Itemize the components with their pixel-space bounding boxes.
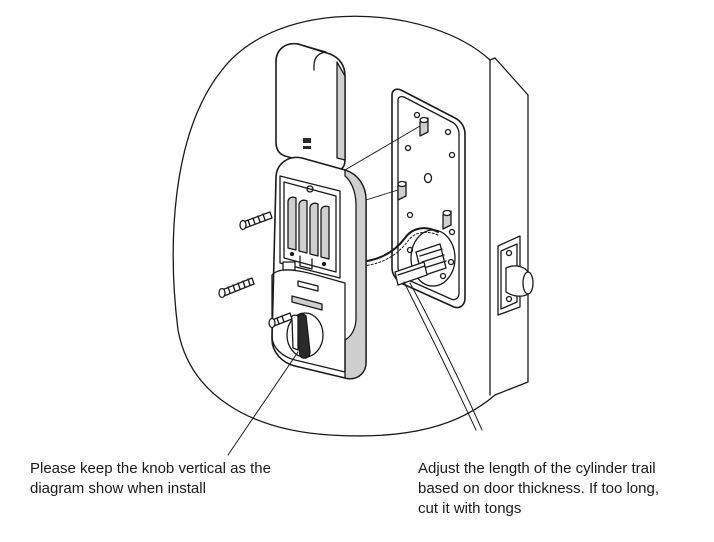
leader-lines	[227, 281, 483, 456]
battery-cover	[275, 42, 346, 172]
release-slot	[291, 295, 323, 311]
magnified-view-outline	[172, 15, 496, 437]
strike-plate	[497, 235, 534, 316]
thumb-turn-knob	[286, 312, 324, 359]
cylinder-instruction-line-3: cut it with tongs	[418, 500, 522, 517]
door	[489, 57, 529, 396]
knob-instruction-line-2: diagram show when install	[30, 480, 206, 497]
screw-top	[239, 211, 273, 231]
plate-posts	[397, 116, 452, 230]
lock-body	[271, 156, 367, 380]
battery-compartment	[279, 175, 341, 279]
knob-instruction-caption: Please keep the knob vertical as the dia…	[30, 459, 271, 499]
cylinder-instruction-line-2: based on door thickness. If too long,	[418, 480, 659, 497]
screw-bottom	[268, 312, 293, 329]
cylinder-instruction-line-1: Adjust the length of the cylinder trail	[418, 460, 656, 477]
mounting-plate	[391, 88, 466, 309]
leader-line-knob	[227, 351, 299, 456]
alignment-lines	[344, 125, 421, 201]
leader-line-cylinder	[409, 282, 483, 431]
knob-instruction-line-1: Please keep the knob vertical as the	[30, 460, 271, 477]
mounting-screws	[218, 211, 293, 329]
cylinder-instruction-caption: Adjust the length of the cylinder trail …	[418, 459, 659, 519]
screw-middle	[218, 277, 255, 299]
